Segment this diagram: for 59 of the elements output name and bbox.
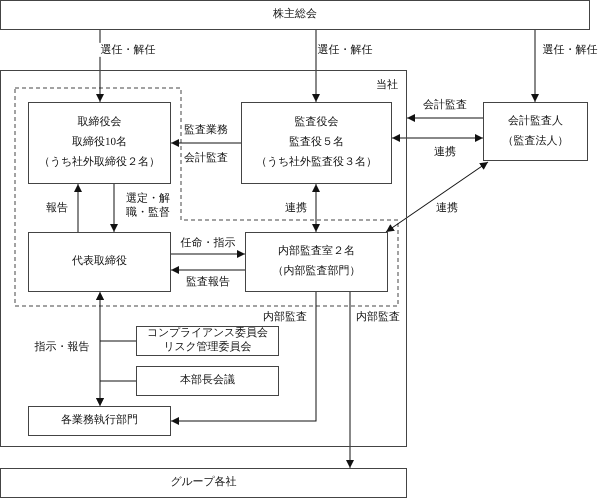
board-box (28, 102, 171, 184)
meeting-box (0, 0, 590, 30)
auditor-box (483, 102, 588, 161)
arrow (170, 139, 242, 147)
arrow (346, 292, 354, 468)
arrow (170, 250, 246, 258)
node-text: 内部監査室２名 (278, 245, 355, 259)
process-box (28, 406, 171, 436)
edge-label: 選定・解職・監督 (125, 192, 171, 220)
annotation-text: 会計監査 (183, 150, 229, 166)
edge-label: 会計監査 (422, 98, 468, 112)
process-box (0, 468, 407, 498)
node-text: グループ各社 (170, 476, 236, 490)
edge-label: 報告 (45, 200, 69, 216)
edge-label: 連携 (435, 200, 459, 216)
arrow (96, 380, 136, 406)
meeting-box (136, 366, 279, 396)
arrow (392, 134, 484, 142)
arrow (170, 266, 246, 274)
edge-label: 選任・解任 (316, 42, 374, 58)
edge-label: 内部監査 (355, 310, 401, 324)
board-box (241, 102, 392, 184)
edge-label: 内部監査 (262, 310, 308, 324)
node-text: 監査役５名 (289, 136, 344, 150)
node-text: 会計監査人 (508, 114, 563, 128)
node-text: コンプライアンス委員会 (147, 327, 268, 340)
node-text: 各業務執行部門 (61, 414, 138, 428)
node-text: 代表取締役 (72, 255, 127, 269)
node-text: 取締役10名 (72, 136, 127, 150)
edge-label: 監査報告 (185, 274, 231, 290)
edge-label: 指示・報告 (34, 340, 90, 354)
node-text: （うち社外取締役２名） (39, 156, 160, 170)
arrow (312, 184, 320, 232)
arrow (406, 114, 484, 122)
node-text: 本部長会議 (180, 374, 235, 388)
arrow (312, 30, 320, 102)
committee-box (136, 326, 279, 356)
node-text: 取締役会 (78, 116, 122, 130)
process-box (28, 232, 171, 292)
node-text: （監査法人） (502, 134, 568, 148)
arrow (110, 184, 118, 232)
edge-label: 選任・解任 (542, 42, 598, 58)
edge-label: 連携 (433, 144, 457, 160)
node-text: 株主総会 (273, 8, 317, 22)
edge-label: 監査業務 (183, 122, 229, 138)
node-text: 監査役会 (294, 116, 338, 130)
edge-label: 任命・指示 (180, 236, 236, 250)
node-text: リスク管理委員会 (164, 341, 252, 355)
frame-heading: 当社 (376, 79, 398, 93)
edge-label: 連携 (284, 200, 308, 216)
edge-label: 選任・解任 (100, 42, 156, 58)
arrow (170, 292, 316, 425)
node-text: （うち社外監査役３名） (256, 156, 377, 170)
process-box (245, 232, 388, 292)
arrow (74, 184, 82, 232)
company-frame (0, 70, 407, 447)
arrow (386, 162, 488, 232)
node-text: （内部監査部門） (272, 265, 360, 279)
arrow (531, 30, 539, 102)
